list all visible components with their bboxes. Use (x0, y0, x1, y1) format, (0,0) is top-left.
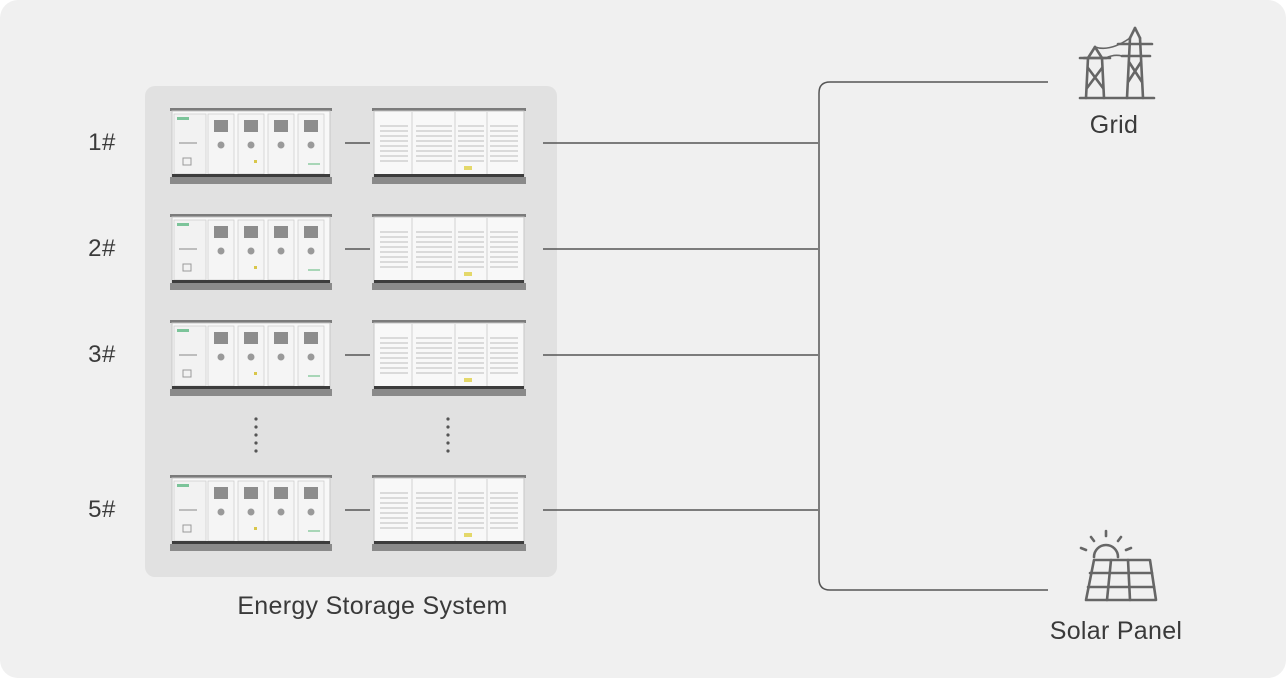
battery-container-5 (371, 474, 527, 552)
solar-panel-icon (1079, 529, 1158, 602)
row-label-3: 3# (88, 341, 116, 368)
grid-label: Grid (1089, 111, 1139, 139)
row-label-5: 5# (88, 496, 116, 523)
battery-container-3 (371, 319, 527, 397)
pcs-cabinet-5 (169, 474, 333, 552)
solar-panel-label: Solar Panel (1049, 617, 1183, 645)
battery-container-1 (371, 107, 527, 185)
ellipsis-dots (254, 417, 450, 453)
pcs-cabinet-1 (169, 107, 333, 185)
pcs-cabinet-3 (169, 319, 333, 397)
battery-container-2 (371, 213, 527, 291)
transmission-tower-icon (1078, 26, 1156, 100)
pcs-cabinet-2 (169, 213, 333, 291)
ess-caption: Energy Storage System (237, 592, 508, 620)
row-label-2: 2# (88, 235, 116, 262)
bus-line (818, 81, 1048, 591)
row-label-1: 1# (88, 129, 116, 156)
